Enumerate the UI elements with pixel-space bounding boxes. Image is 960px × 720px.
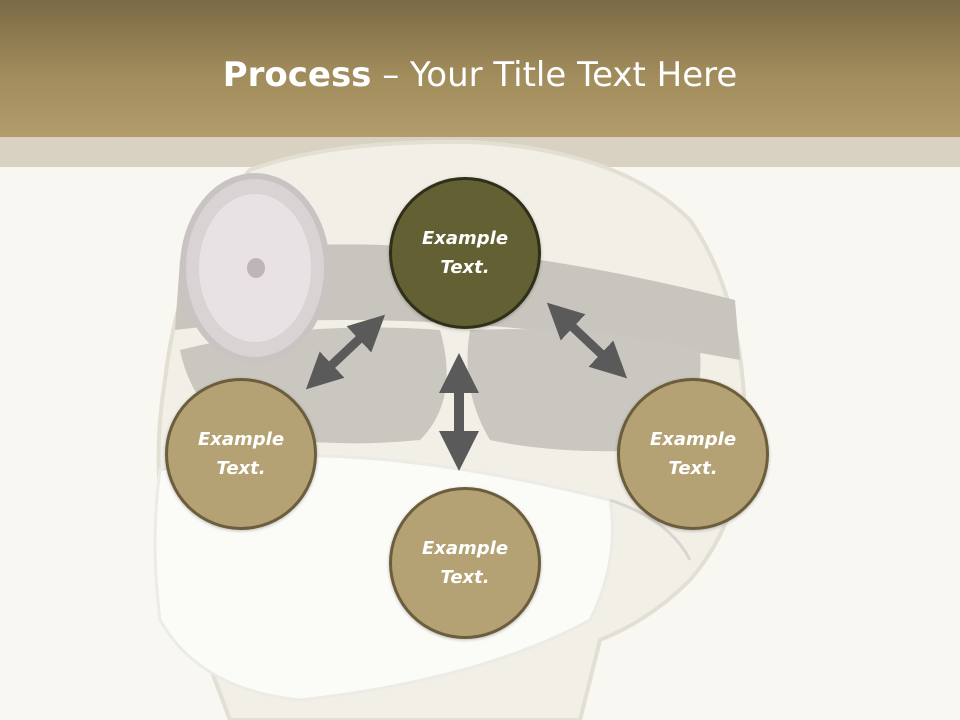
slide-title[interactable]: Process – Your Title Text Here [0,52,960,98]
node-left-label: Example Text. [197,429,285,479]
node-bottom-label: Example Text. [421,538,509,588]
node-top[interactable]: Example Text. [389,177,541,329]
node-right-label: Example Text. [649,429,737,479]
arrow-top-left [305,314,386,390]
node-left[interactable]: Example Text. [165,378,317,530]
title-rest: – Your Title Text Here [371,55,738,95]
node-bottom[interactable]: Example Text. [389,487,541,639]
header-bar [0,0,960,137]
title-bold: Process [222,55,372,95]
node-top-label: Example Text. [421,228,509,278]
arrow-top-right [546,302,628,379]
node-right[interactable]: Example Text. [617,378,769,530]
